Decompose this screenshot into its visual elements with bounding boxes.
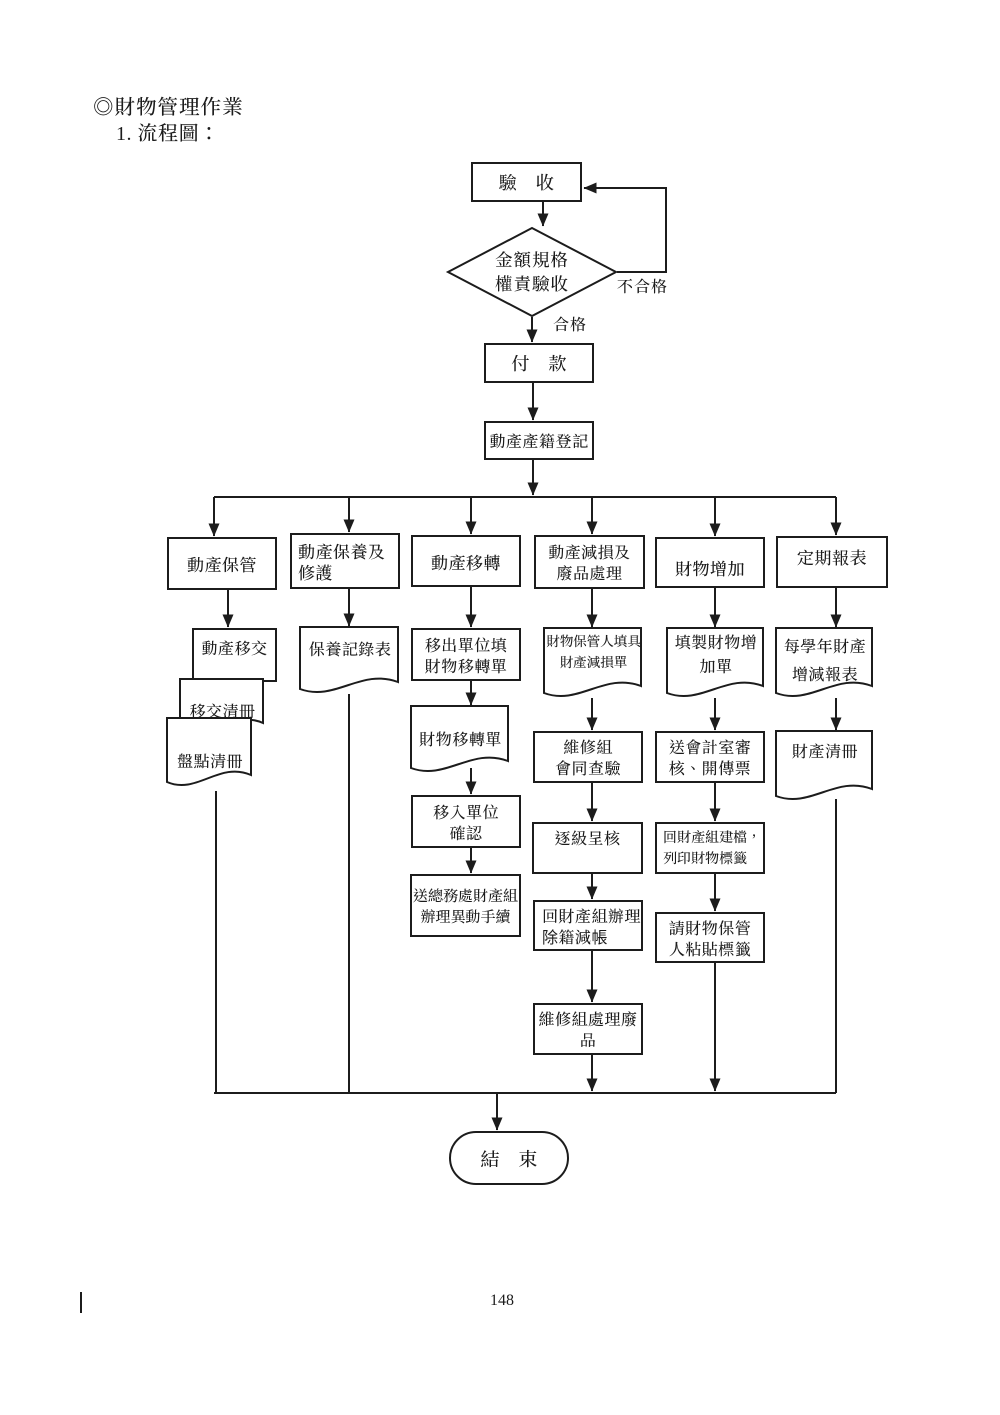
node-increase-file-label: 回財產組建檔， 列印財物標籤 <box>663 827 761 868</box>
node-keep: 動產保管 <box>167 537 277 590</box>
flow-connector <box>583 182 667 273</box>
node-reports-label: 定期報表 <box>797 543 867 569</box>
node-maintain: 動產保養及 修護 <box>290 533 400 589</box>
document-shape-path <box>775 730 873 800</box>
node-register-label: 動產產籍登記 <box>489 429 589 452</box>
node-maintain-label: 動產保養及 修護 <box>298 538 386 584</box>
page-subheading: 1. 流程圖： <box>116 123 220 145</box>
node-impair-scrap: 維修組處理廢 品 <box>533 1003 643 1055</box>
node-start-label: 驗 收 <box>498 168 555 195</box>
node-increase-label: 請財物保管 人粘貼標籤 <box>655 912 765 963</box>
node-end: 結 束 <box>449 1131 569 1185</box>
node-impair-approve-label: 逐級呈核 <box>554 825 621 849</box>
node-transfer-process-label: 送總務處財產組 辦理異動手續 <box>412 884 518 927</box>
node-report-annual: 每學年財產 增減報表 <box>775 627 874 699</box>
document-shape <box>166 717 252 786</box>
node-transfer-confirm-label: 移入單位 確認 <box>432 799 499 844</box>
node-keep-label: 動產保管 <box>187 551 257 576</box>
node-transfer-form-fill-label: 移出單位填 財物移轉單 <box>424 632 508 677</box>
node-handover-list-label: 移交清冊 <box>189 698 256 722</box>
node-impair-form-label: 財物保管人填具 財產減損單 <box>546 630 641 671</box>
node-impair-deregister-label: 回財產組辦理 除籍減帳 <box>542 903 642 948</box>
document-shape <box>543 627 642 697</box>
node-increase-form-label: 填製財物增 加單 <box>674 630 758 677</box>
node-pay: 付 款 <box>484 343 594 383</box>
node-increase-form: 填製財物增 加單 <box>666 627 765 699</box>
decision-diamond-shape <box>445 226 619 318</box>
page-heading: ◎財物管理作業 <box>93 90 244 120</box>
node-transfer-form: 財物移轉單 <box>410 705 510 774</box>
node-start: 驗 收 <box>471 162 582 202</box>
node-report-list-label: 財產清冊 <box>791 738 858 762</box>
node-register: 動產產籍登記 <box>484 421 594 460</box>
node-impair-inspect: 維修組 會同查驗 <box>533 731 643 783</box>
node-impair-label: 動產減損及 廢品處理 <box>548 540 631 584</box>
node-increase-audit-label: 送會計室審 核、開傳票 <box>668 735 752 779</box>
node-inventory-list-label: 盤點清冊 <box>176 748 243 772</box>
node-transfer-form-fill: 移出單位填 財物移轉單 <box>411 628 521 681</box>
document-shape <box>775 627 873 697</box>
node-reports: 定期報表 <box>776 536 888 588</box>
node-decision-label: 金額規格 權責驗收 <box>495 247 569 296</box>
page-number: 148 <box>490 1292 514 1309</box>
edge-label-fail: 不合格 <box>617 274 669 297</box>
node-report-annual-label: 每學年財產 增減報表 <box>783 633 867 685</box>
node-transfer-process: 送總務處財產組 辦理異動手續 <box>410 874 521 937</box>
node-maintenance-record-label: 保養記錄表 <box>308 636 392 660</box>
edge-label-pass: 合格 <box>553 312 588 335</box>
document-shape <box>299 626 399 693</box>
node-transfer-confirm: 移入單位 確認 <box>411 795 521 848</box>
node-impair-deregister: 回財產組辦理 除籍減帳 <box>533 900 643 951</box>
document-shape-path <box>666 627 764 697</box>
node-impair-form: 財物保管人填具 財產減損單 <box>543 627 643 699</box>
document-shape-path <box>166 717 252 786</box>
node-impair: 動產減損及 廢品處理 <box>534 535 645 589</box>
node-transfer-label: 動產移轉 <box>431 548 501 574</box>
node-increase-file: 回財產組建檔， 列印財物標籤 <box>655 822 765 874</box>
node-end-label: 結 束 <box>480 1144 538 1172</box>
node-decision: 金額規格 權責驗收 <box>445 226 619 318</box>
document-shape <box>775 730 873 800</box>
node-increase-audit: 送會計室審 核、開傳票 <box>655 731 765 783</box>
document-shape-path <box>299 626 399 693</box>
node-handover-label: 動產移交 <box>201 635 268 659</box>
node-inventory-list: 盤點清冊 <box>166 717 253 788</box>
node-increase-label-label: 請財物保管 人粘貼標籤 <box>668 915 752 960</box>
decision-diamond-path <box>445 226 619 318</box>
node-pay-label: 付 款 <box>511 349 567 376</box>
node-maintenance-record: 保養記錄表 <box>299 626 400 695</box>
document-shape <box>666 627 764 697</box>
node-impair-scrap-label: 維修組處理廢 品 <box>538 1007 638 1051</box>
node-impair-inspect-label: 維修組 會同查驗 <box>554 735 621 779</box>
node-handover: 動產移交 <box>192 628 277 682</box>
node-impair-approve: 逐級呈核 <box>532 822 643 874</box>
document-shape-path <box>410 705 509 772</box>
node-increase: 財物增加 <box>655 537 765 588</box>
margin-change-bar <box>80 1292 82 1313</box>
document-shape-path <box>543 627 642 697</box>
node-increase-label: 財物增加 <box>675 555 745 580</box>
node-transfer: 動產移轉 <box>411 535 521 587</box>
document-shape <box>410 705 509 772</box>
node-transfer-form-label: 財物移轉單 <box>419 727 502 750</box>
document-shape-path <box>775 627 873 697</box>
node-report-list: 財產清冊 <box>775 730 874 802</box>
